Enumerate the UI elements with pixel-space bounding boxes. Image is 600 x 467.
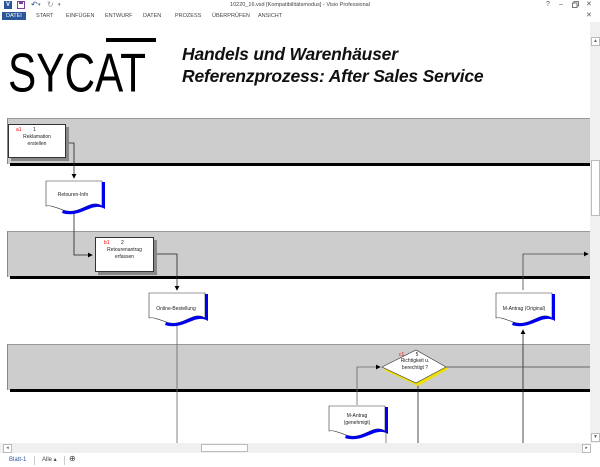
process-id: a1: [16, 127, 22, 133]
help-button[interactable]: ?: [546, 1, 550, 8]
document-m-antrag-original[interactable]: [495, 292, 557, 328]
title-bar: [0, 0, 600, 10]
decision-label-line2: berechtigt ?: [401, 365, 429, 371]
swimlane-2-separator: [10, 276, 590, 279]
scroll-right-button[interactable]: ▸: [582, 444, 591, 453]
decision-number: 5: [415, 352, 419, 358]
tab-ansicht[interactable]: ANSICHT: [258, 13, 283, 19]
horizontal-scroll-thumb[interactable]: [201, 444, 248, 452]
swimlane-3-separator: [10, 389, 590, 392]
scroll-left-button[interactable]: ◂: [3, 444, 12, 453]
process-label-line2: erstellen: [27, 141, 47, 147]
vertical-scroll-thumb[interactable]: [591, 160, 600, 216]
restore-button[interactable]: [572, 1, 579, 11]
document-label-line1: M-Antrag: [346, 413, 368, 419]
minimize-button[interactable]: –: [559, 1, 563, 8]
ribbon-tab-bar: [0, 10, 600, 21]
document-label-line2: (genehmigt): [343, 420, 371, 426]
document-online-bestellung[interactable]: [148, 292, 210, 328]
decision-label-line1: Richtigkeit u.: [400, 358, 430, 364]
decision-c1[interactable]: [380, 349, 450, 387]
close-button[interactable]: ✕: [586, 1, 592, 8]
header-title-line1: Handels und Warenhäuser: [182, 44, 398, 64]
swimlane-1-separator: [10, 163, 590, 166]
process-label-line2: erfassen: [114, 254, 135, 260]
tab-datei[interactable]: DATEI: [2, 12, 26, 20]
header-title-line2: Referenzprozess: After Sales Service: [182, 66, 484, 86]
sheet-tab-blatt-1[interactable]: Blatt-1: [9, 457, 27, 463]
connectors: [63, 142, 590, 443]
decision-id: c1: [399, 352, 405, 358]
undo-dropdown-icon[interactable]: ▾: [38, 2, 41, 8]
customize-qat-icon[interactable]: ▾: [58, 2, 61, 8]
connector-retouren-b1[interactable]: [73, 213, 93, 258]
document-retouren-info[interactable]: [45, 180, 107, 216]
tab-prozess[interactable]: PROZESS: [175, 13, 202, 19]
swimlane-1: [7, 118, 591, 164]
process-id: b1: [104, 240, 110, 246]
process-number: 1: [33, 127, 36, 133]
connector-a1-retouren[interactable]: [63, 142, 77, 179]
sheet-tab-divider: [64, 456, 65, 465]
tab-entwurf[interactable]: ENTWURF: [105, 13, 133, 19]
process-label-line1: Reklamation: [23, 134, 51, 140]
document-label: M-Antrag (Original): [502, 306, 546, 312]
process-b1[interactable]: b1 2 Retourenantrag erfassen: [95, 237, 154, 272]
document-label: Retouren-Info: [57, 192, 89, 198]
window-title: 10220_16.vsd [Kompatibilitätsmodus] - Vi…: [230, 2, 370, 8]
process-number: 2: [121, 240, 124, 246]
visio-app-icon[interactable]: V: [4, 1, 12, 9]
scroll-up-button[interactable]: ▲: [591, 37, 600, 46]
sheet-tab-bar: [0, 453, 600, 467]
vertical-scrollbar[interactable]: [590, 22, 600, 443]
connector-genehmigt-c1[interactable]: [356, 364, 381, 405]
redo-icon[interactable]: ↻: [47, 0, 54, 9]
horizontal-scrollbar[interactable]: [0, 443, 590, 453]
sycat-logo: SYCAT: [8, 38, 156, 95]
ribbon-close-icon[interactable]: ✕: [586, 12, 592, 19]
add-sheet-icon[interactable]: ⊕: [69, 454, 76, 463]
process-label-line1: Retourenantrag: [107, 247, 142, 253]
sheet-tab-divider: [34, 456, 35, 465]
connector-original-right[interactable]: [522, 251, 589, 290]
tab-daten[interactable]: DATEN: [143, 13, 162, 19]
all-sheets-button[interactable]: Alle ▴: [42, 457, 57, 463]
tab-ueberpruefen[interactable]: ÜBERPRÜFEN: [212, 13, 250, 19]
document-m-antrag-genehmigt[interactable]: [328, 405, 390, 441]
undo-icon[interactable]: ↶: [31, 0, 38, 9]
logo-text: SYCAT: [8, 44, 146, 95]
save-icon[interactable]: [17, 1, 25, 9]
scroll-down-button[interactable]: ▼: [591, 433, 600, 442]
connector-b1-online[interactable]: [152, 253, 180, 291]
process-a1[interactable]: a1 1 Reklamation erstellen: [8, 124, 66, 158]
tab-einfuegen[interactable]: EINFÜGEN: [66, 13, 95, 19]
tab-start[interactable]: START: [36, 13, 54, 19]
document-label: Online-Bestellung: [156, 306, 196, 312]
